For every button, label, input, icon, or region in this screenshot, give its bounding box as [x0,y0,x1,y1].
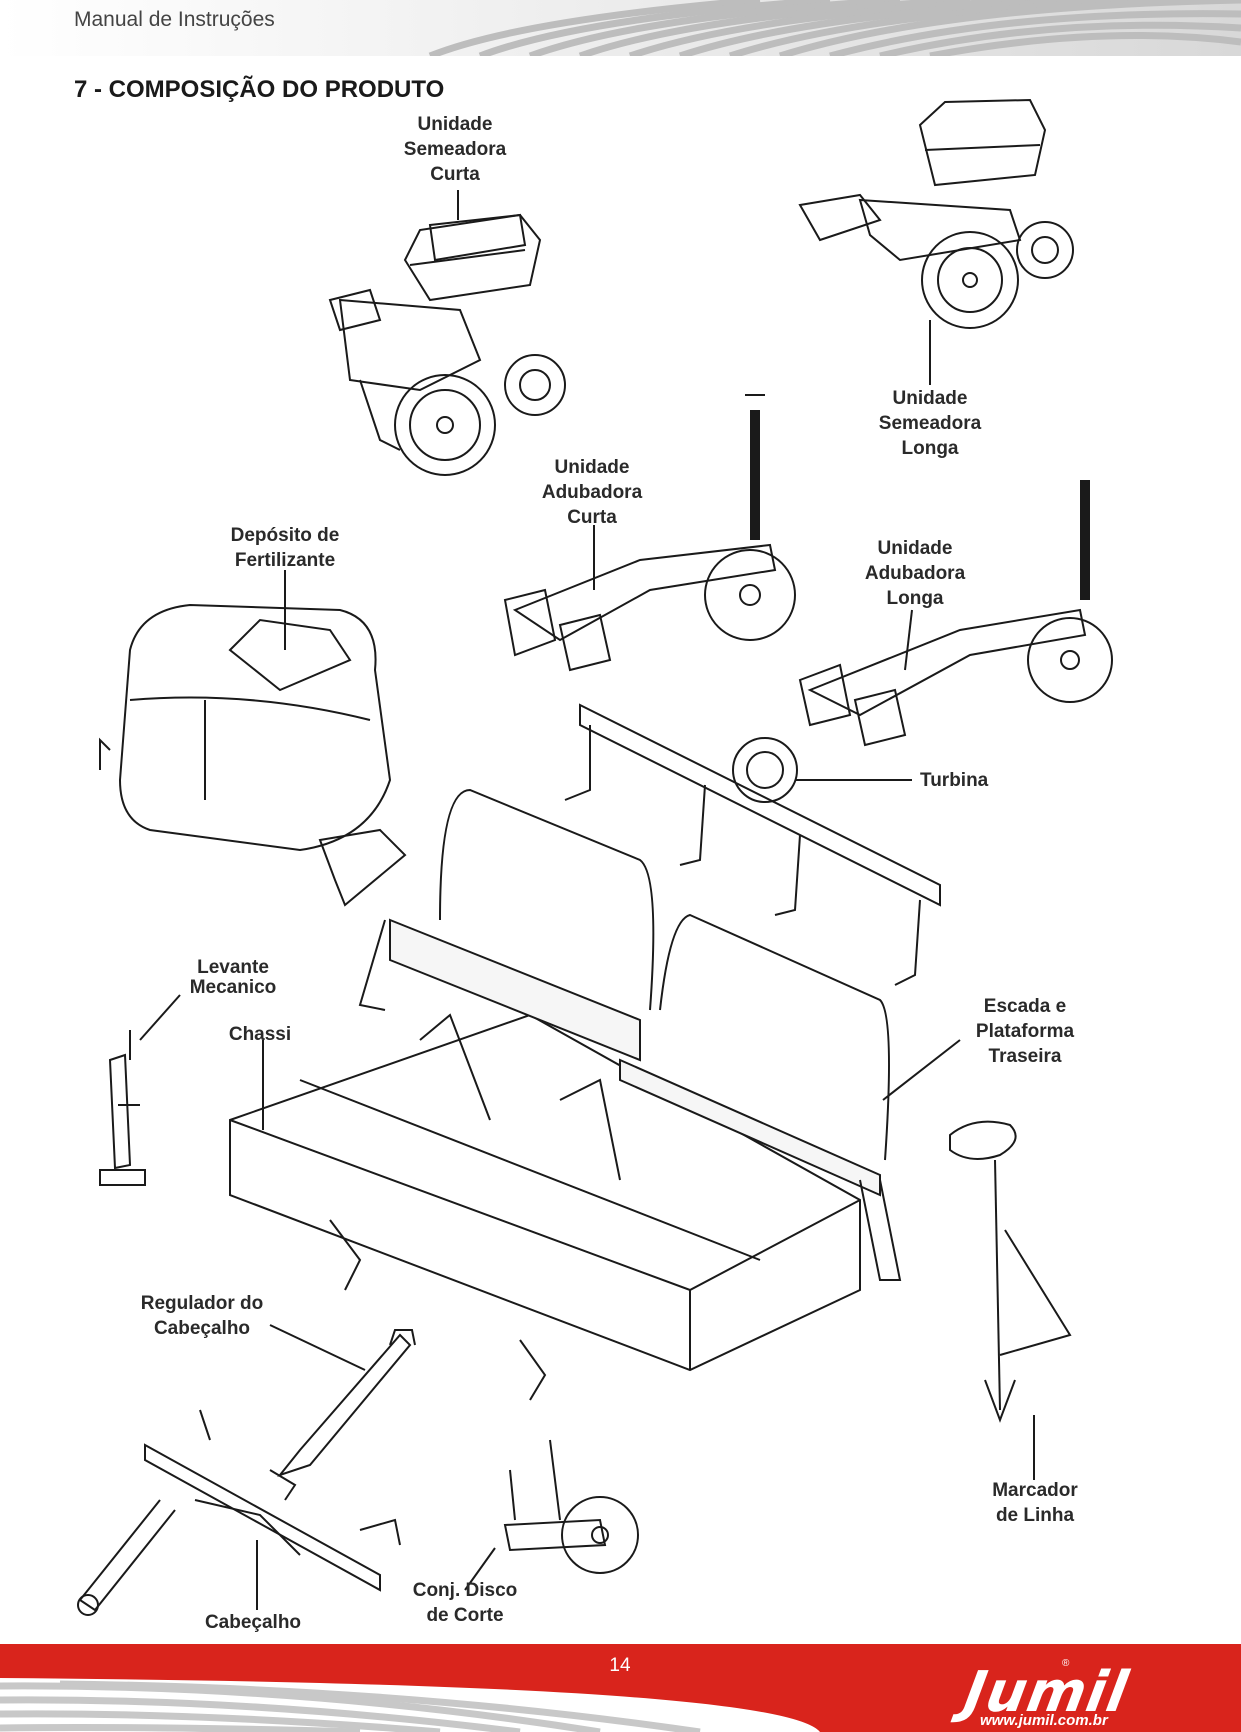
regulador-drawing [269,1329,416,1501]
section-title: 7 - COMPOSIÇÃO DO PRODUTO [74,76,445,103]
levante-drawing [99,1030,146,1186]
registered-mark: ® [1062,1658,1070,1669]
semeadora-longa-drawing [798,98,1074,329]
label-unidade-adubadora-curta: Unidade Adubadora Curta [541,457,643,528]
footer-band [0,1644,1241,1732]
label-unidade-semeadora-curta: Unidade Semeadora Curta [403,114,507,185]
cabecalho-drawing [77,1409,401,1616]
manual-title: Manual de Instruções [74,8,275,31]
label-deposito-fertilizante: Depósito de Fertilizante [230,525,340,571]
label-chassi: Chassi [228,1024,292,1045]
label-unidade-adubadora-longa: Unidade Adubadora Longa [864,538,966,609]
marcador-drawing [949,1120,1072,1423]
website-url: www.jumil.com.br [980,1712,1108,1729]
deposito-drawing [99,603,407,907]
label-levante-mecanico: Levante Mecanico [189,957,277,998]
label-unidade-semeadora-longa: Unidade Semeadora Longa [878,388,982,459]
label-escada-plataforma: Escada e Plataforma Traseira [975,996,1075,1067]
label-cabecalho: Cabeçalho [204,1612,302,1633]
adubadora-longa-drawing [798,480,1113,747]
adubadora-curta-drawing [503,394,796,672]
label-conj-disco-corte: Conj. Disco de Corte [412,1580,518,1626]
turbina-drawing [564,703,941,986]
header-stripes [0,0,1241,56]
label-turbina: Turbina [920,770,989,791]
page-number: 14 [609,1655,631,1676]
page-footer [0,1644,1241,1732]
label-marcador-linha: Marcador de Linha [992,1480,1078,1526]
label-regulador-cabecalho: Regulador do Cabeçalho [140,1293,264,1339]
semeadora-curta-drawing [328,213,566,476]
page-header: Manual de Instruções [0,0,1241,56]
disco-drawing [503,1439,639,1574]
chassi-drawing [229,788,902,1401]
